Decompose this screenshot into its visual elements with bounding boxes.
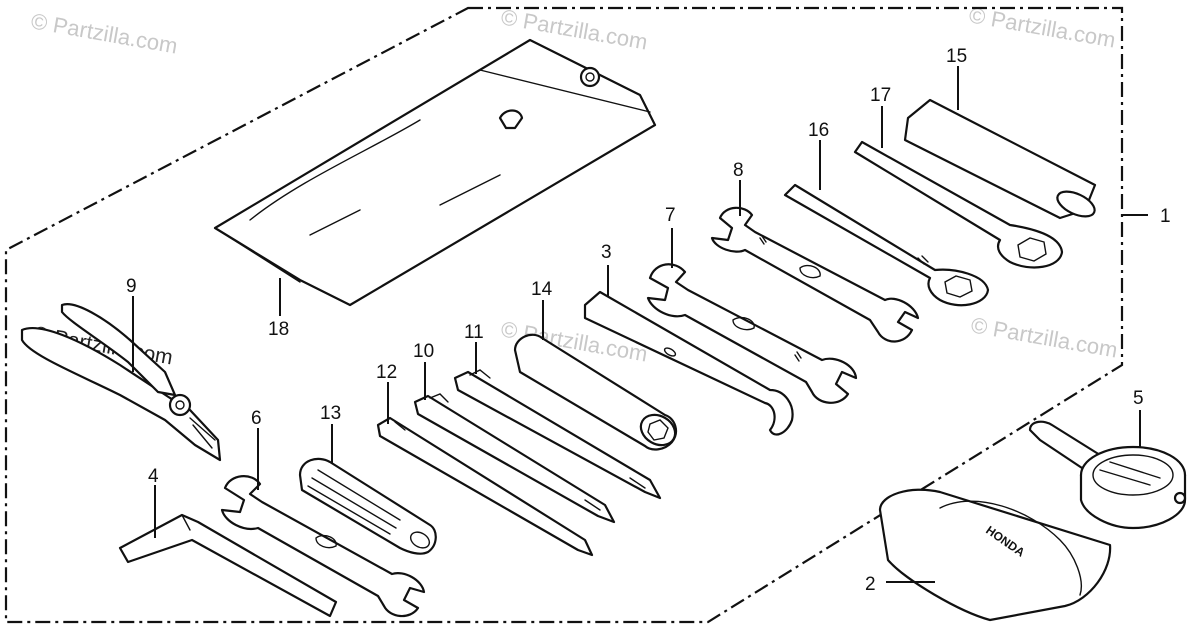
callout-5: 5 (1133, 388, 1144, 409)
wrench-8 (710, 206, 920, 343)
tube (903, 98, 1097, 220)
callouts: 1 2 3 4 5 6 7 8 9 10 11 12 13 14 15 16 1… (126, 46, 1171, 595)
callout-13: 13 (320, 403, 341, 424)
callout-1: 1 (1160, 206, 1171, 227)
screwdriver-handle-13 (298, 457, 437, 555)
screwdriver-10 (413, 393, 616, 524)
tool-pouch (213, 38, 657, 307)
callout-16: 16 (808, 120, 829, 141)
watermark-top-left: © Partzilla.com (29, 8, 179, 58)
leader-lines (132, 66, 1148, 583)
callout-17: 17 (870, 85, 891, 106)
callout-18: 18 (268, 319, 289, 340)
box-wrench-17 (853, 140, 1064, 269)
watermark-top-right: © Partzilla.com (967, 2, 1117, 52)
callout-9: 9 (126, 276, 137, 297)
callout-10: 10 (413, 341, 434, 362)
callout-4: 4 (148, 466, 159, 487)
watermark-right: © Partzilla.com (969, 312, 1119, 362)
callout-14: 14 (531, 279, 553, 300)
callout-8: 8 (733, 160, 744, 181)
box-wrench-16 (783, 183, 990, 307)
kit-frame (4, 6, 1124, 624)
callout-7: 7 (665, 205, 676, 226)
honda-pouch: HONDA (878, 488, 1112, 622)
spanner-3 (583, 290, 794, 436)
screwdriver-11 (453, 369, 662, 500)
oil-wrench-5 (1028, 420, 1187, 530)
screwdriver-12 (376, 416, 594, 557)
pliers-9 (20, 303, 222, 462)
callout-12: 12 (376, 362, 397, 383)
callout-3: 3 (601, 242, 612, 263)
callout-11: 11 (464, 322, 484, 343)
wrench-7 (646, 263, 858, 404)
hex-key-4 (118, 513, 338, 618)
callout-2: 2 (865, 574, 876, 595)
callout-15: 15 (946, 46, 967, 67)
callout-6: 6 (251, 408, 262, 429)
plug-wrench-14 (513, 333, 678, 451)
